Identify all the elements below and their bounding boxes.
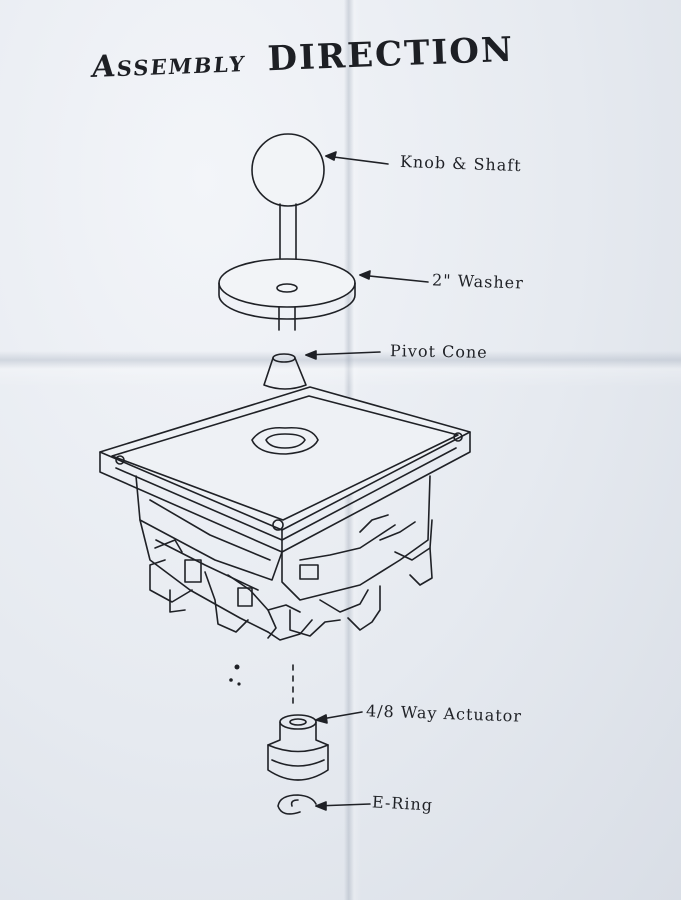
washer-part — [218, 258, 356, 331]
e-ring-part — [277, 794, 317, 815]
joystick-mechanism-body — [135, 475, 433, 641]
knob-and-shaft-part — [251, 133, 325, 291]
callout-leader-lines — [305, 151, 429, 811]
label-pivot-cone: Pivot Cone — [389, 341, 488, 362]
joystick-base-plate — [99, 386, 471, 553]
ink-spots — [229, 664, 241, 686]
label-washer: 2" Washer — [431, 270, 525, 293]
actuator-part — [267, 714, 329, 781]
label-e-ring: E-Ring — [371, 792, 434, 815]
